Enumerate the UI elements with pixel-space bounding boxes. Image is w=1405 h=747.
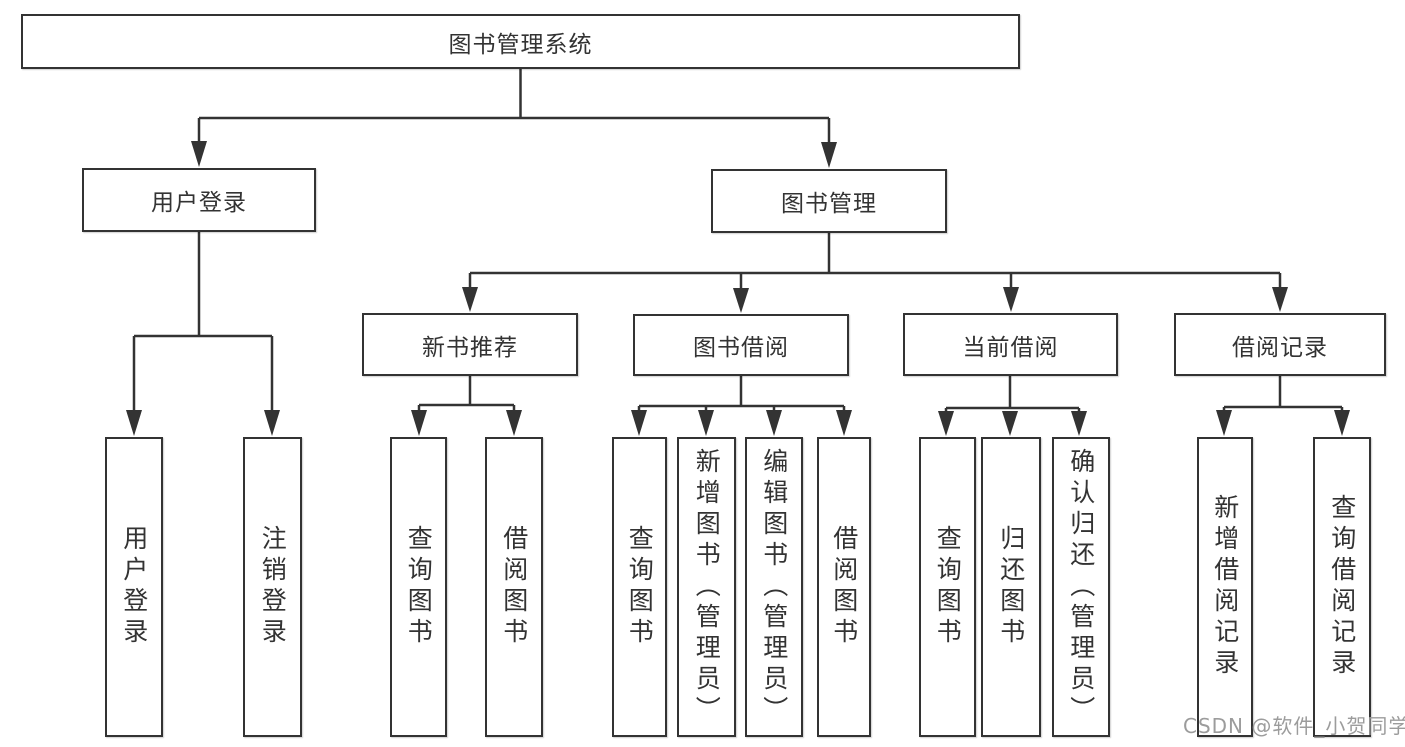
connector-current-borrowing-to-leaves xyxy=(938,376,1087,436)
node-library-system: 图书管理系统 xyxy=(21,14,1020,69)
leaf-borrow-books-label: 借阅图书 xyxy=(829,525,859,649)
leaf-return-books: 归还图书 xyxy=(981,437,1041,737)
connector-book-management-to-modules xyxy=(462,233,1288,313)
leaf-borrow-books-recommend: 借阅图书 xyxy=(485,437,543,737)
leaf-confirm-return-admin: 确认归还（管理员） xyxy=(1052,437,1110,737)
node-book-management: 图书管理 xyxy=(711,169,947,233)
node-book-management-label: 图书管理 xyxy=(781,191,877,217)
leaf-return-books-label: 归还图书 xyxy=(996,525,1026,649)
leaf-query-books-current: 查询图书 xyxy=(919,437,976,737)
connector-book-borrowing-to-leaves xyxy=(631,376,852,436)
leaf-logout-label: 注销登录 xyxy=(258,525,288,649)
node-borrow-records: 借阅记录 xyxy=(1174,313,1386,376)
leaf-query-borrow-record-label: 查询借阅记录 xyxy=(1327,494,1357,680)
leaf-confirm-return-admin-label: 确认归还（管理员） xyxy=(1066,447,1096,727)
node-user-login-label: 用户登录 xyxy=(151,190,247,216)
leaf-add-books-admin-label: 新增图书（管理员） xyxy=(692,447,722,727)
leaf-user-login-label: 用户登录 xyxy=(119,525,149,649)
connector-root-to-branches xyxy=(191,69,837,168)
leaf-borrow-books-recommend-label: 借阅图书 xyxy=(499,525,529,649)
connector-new-book-recommend-to-leaves xyxy=(411,375,522,436)
node-new-book-recommend: 新书推荐 xyxy=(362,313,578,376)
node-book-borrowing-label: 图书借阅 xyxy=(693,335,789,361)
leaf-edit-books-admin-label: 编辑图书（管理员） xyxy=(759,447,789,727)
leaf-query-books-current-label: 查询图书 xyxy=(933,525,963,649)
connector-borrow-records-to-leaves xyxy=(1216,375,1350,436)
leaf-add-borrow-record: 新增借阅记录 xyxy=(1197,437,1253,737)
node-new-book-recommend-label: 新书推荐 xyxy=(422,334,518,361)
leaf-edit-books-admin: 编辑图书（管理员） xyxy=(745,437,803,737)
node-book-borrowing: 图书借阅 xyxy=(633,314,849,376)
leaf-query-books-borrowing-label: 查询图书 xyxy=(625,525,655,649)
leaf-query-borrow-record: 查询借阅记录 xyxy=(1313,437,1371,737)
node-borrow-records-label: 借阅记录 xyxy=(1232,334,1328,361)
leaf-add-books-admin: 新增图书（管理员） xyxy=(677,437,736,737)
connector-user-login-to-leaves xyxy=(126,232,280,436)
leaf-query-books-recommend: 查询图书 xyxy=(390,437,447,737)
node-library-system-label: 图书管理系统 xyxy=(448,31,593,58)
node-current-borrowing: 当前借阅 xyxy=(903,313,1118,376)
leaf-query-books-borrowing: 查询图书 xyxy=(612,437,667,737)
node-current-borrowing-label: 当前借阅 xyxy=(962,334,1059,361)
csdn-watermark: CSDN @软件_小贺同学 xyxy=(1183,714,1405,738)
leaf-user-login: 用户登录 xyxy=(105,437,163,737)
leaf-logout: 注销登录 xyxy=(243,437,302,737)
leaf-query-books-recommend-label: 查询图书 xyxy=(404,525,434,649)
node-user-login: 用户登录 xyxy=(82,168,316,232)
leaf-borrow-books: 借阅图书 xyxy=(817,437,871,737)
leaf-add-borrow-record-label: 新增借阅记录 xyxy=(1210,494,1240,680)
